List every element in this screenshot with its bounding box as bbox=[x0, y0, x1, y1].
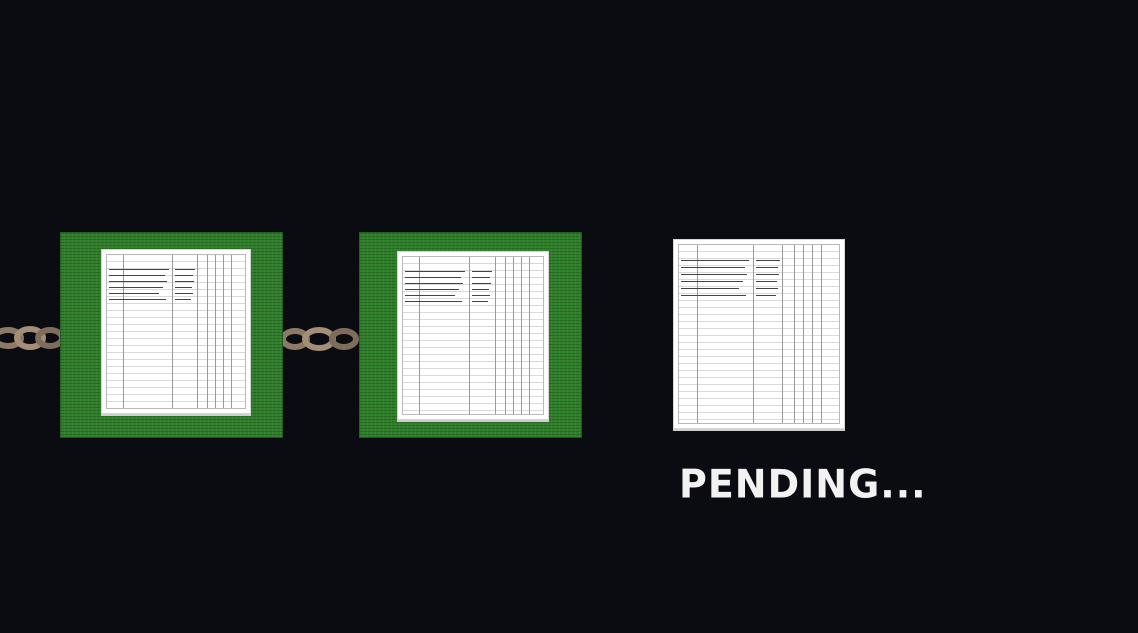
pending-status-label: PENDING... bbox=[679, 461, 927, 507]
block-2 bbox=[359, 232, 582, 438]
ledger-page-icon bbox=[397, 251, 549, 420]
block-1 bbox=[60, 232, 283, 438]
chain-link-icon bbox=[283, 327, 359, 351]
pending-block bbox=[673, 239, 845, 429]
chain-link-icon bbox=[0, 326, 62, 350]
ledger-page-icon bbox=[101, 249, 251, 414]
